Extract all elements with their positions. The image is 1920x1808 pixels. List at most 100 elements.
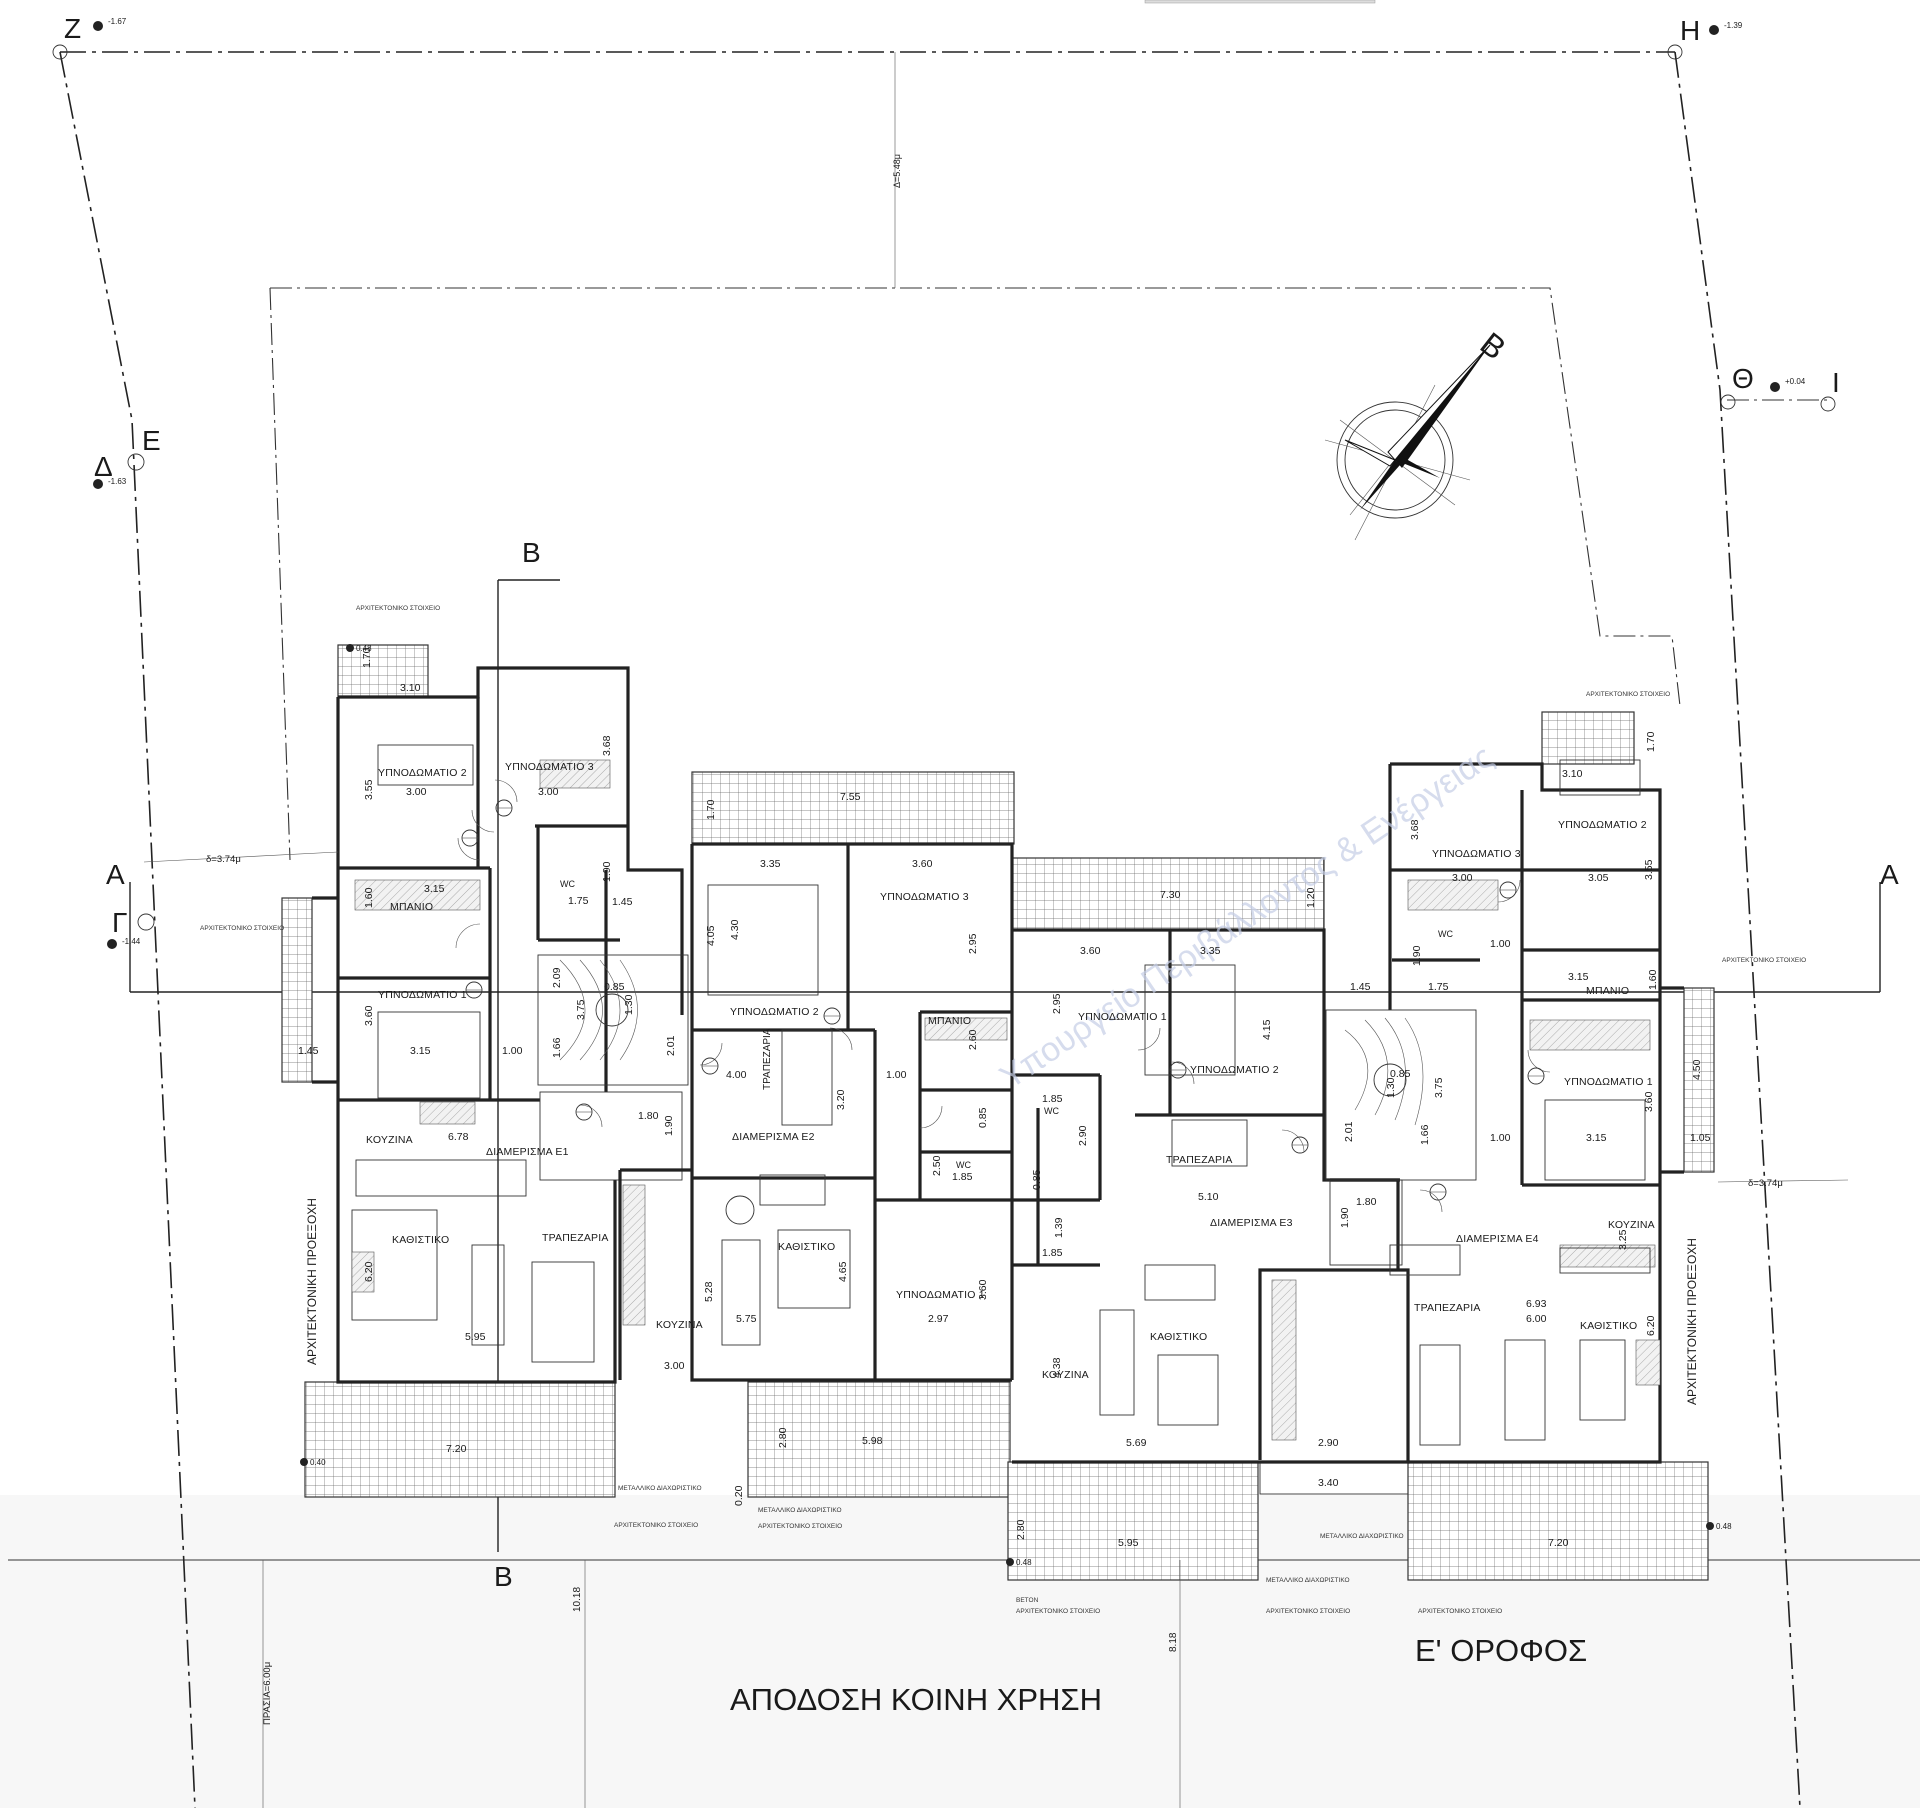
point-th-i: Θ +0.04 I xyxy=(1720,363,1840,412)
room-e1-bed2: ΥΠΝΟΔΩΜΑΤΙΟ 2 xyxy=(378,767,467,779)
note-metal-divider-3: ΜΕΤΑΛΛΙΚΟ ΔΙΑΧΩΡΙΣΤΙΚΟ xyxy=(1266,1577,1350,1584)
dim-e2-465: 4.65 xyxy=(837,1261,849,1282)
dim-e2-020: 0.20 xyxy=(733,1485,745,1506)
dim-e3-510: 5.10 xyxy=(1198,1191,1219,1203)
dim-e2-100: 1.00 xyxy=(886,1069,907,1081)
dim-e4-315b: 3.15 xyxy=(1586,1132,1607,1144)
dimensions-e2: 7.55 1.70 3.35 3.60 4.05 4.30 2.95 2.60 … xyxy=(664,791,989,1506)
dim-e2-430: 4.30 xyxy=(729,919,741,940)
dim-e4-201: 2.01 xyxy=(1343,1121,1355,1142)
room-e3-bed1: ΥΠΝΟΔΩΜΑΤΙΟ 1 xyxy=(1078,1011,1167,1023)
dim-e4-166: 1.66 xyxy=(1419,1124,1431,1145)
wall-e1-outer xyxy=(336,697,617,1384)
note-metal-divider-4: ΜΕΤΑΛΛΙΚΟ ΔΙΑΧΩΡΙΣΤΙΚΟ xyxy=(1320,1533,1404,1540)
dim-e2-320: 3.20 xyxy=(835,1089,847,1110)
interior-walls-e4 xyxy=(1329,790,1660,1266)
dim-e2-405: 4.05 xyxy=(705,925,717,946)
room-e1-living: ΚΑΘΙΣΤΙΚΟ xyxy=(392,1234,449,1246)
note-concrete: ΒΕΤΟΝ xyxy=(1016,1597,1039,1604)
dim-e1-145a: 1.45 xyxy=(612,896,633,908)
dim-e2-528: 5.28 xyxy=(703,1281,715,1302)
dim-e3-415: 4.15 xyxy=(1261,1019,1273,1040)
rooms-e1: ΥΠΝΟΔΩΜΑΤΙΟ 2 ΥΠΝΟΔΩΜΑΤΙΟ 3 ΜΠΑΝΙΟ WC ΥΠ… xyxy=(366,761,608,1246)
building-line-left xyxy=(269,287,291,861)
dim-e1-190b: 1.90 xyxy=(663,1115,675,1136)
dim-e1-368: 3.68 xyxy=(601,735,613,756)
dim-e1-130: 1.30 xyxy=(623,994,635,1015)
point-e-label: E xyxy=(142,425,161,456)
wall-e4-balcony xyxy=(1660,986,1684,1174)
dim-e4-693: 6.93 xyxy=(1526,1298,1547,1310)
level-marker-a: 0.48 xyxy=(356,644,372,653)
dimensions-e3: 7.30 1.20 3.60 3.35 2.95 4.15 1.85 2.90 … xyxy=(1015,887,1339,1549)
terrace-e2 xyxy=(747,1381,1011,1498)
point-g-label: Γ xyxy=(112,907,127,938)
room-e4-dining: ΤΡΑΠΕΖΑΡΙΑ xyxy=(1414,1302,1481,1314)
dim-e4-300: 3.00 xyxy=(1452,872,1473,884)
room-e4-bath: ΜΠΑΝΙΟ xyxy=(1586,985,1629,997)
section-b-top-label: B xyxy=(522,537,541,568)
offset-left-line xyxy=(143,851,339,863)
dim-e3-139: 1.39 xyxy=(1053,1217,1065,1238)
bath-counter-e4 xyxy=(1529,1019,1651,1051)
room-e4-wc: WC xyxy=(1438,929,1453,939)
dim-e1-201: 2.01 xyxy=(665,1035,677,1056)
fireplace-e4 xyxy=(1635,1339,1661,1386)
room-e1-bed1: ΥΠΝΟΔΩΜΑΤΙΟ 1 xyxy=(378,989,467,1001)
room-e1-apt: ΔΙΑΜΕΡΙΣΜΑ Ε1 xyxy=(486,1146,569,1158)
dim-e1-720: 7.20 xyxy=(446,1443,467,1455)
dim-e1-166: 1.66 xyxy=(551,1037,563,1058)
dim-e1-085: 0.85 xyxy=(604,981,625,993)
wc-fixtures-e4 xyxy=(1407,879,1499,911)
room-e3-kitchen: ΚΟΥΖΙΝΑ xyxy=(1042,1369,1089,1381)
rooms-e4: ΥΠΝΟΔΩΜΑΤΙΟ 3 ΥΠΝΟΔΩΜΑΤΙΟ 2 WC ΜΠΑΝΙΟ ΥΠ… xyxy=(1414,819,1655,1332)
terrace-e1 xyxy=(304,1381,616,1498)
balcony-e4-side xyxy=(1683,987,1715,1173)
dim-e1-375: 3.75 xyxy=(575,999,587,1020)
dim-e2-297: 2.97 xyxy=(928,1313,949,1325)
building-line xyxy=(270,287,1681,707)
point-h-elev: -1.39 xyxy=(1724,21,1743,30)
level-marker-c: 0.48 xyxy=(1016,1558,1032,1567)
note-offset-left: δ=3.74μ xyxy=(206,854,241,865)
note-arch-projection-2: ΑΡΧΙΤΕΚΤΟΝΙΚΗ ΠΡΟΕΞΟΧΗ xyxy=(1685,1238,1699,1405)
room-e2-bed1: ΥΠΝΟΔΩΜΑΤΙΟ 1 xyxy=(896,1289,985,1301)
room-e2-wc: WC xyxy=(956,1160,971,1170)
dim-e1-145b: 1.45 xyxy=(298,1045,319,1057)
bath-counter-e1 xyxy=(354,879,481,911)
wall-e3-top xyxy=(1012,928,1326,1010)
point-g: Γ -1.44 xyxy=(107,907,155,949)
dim-e1-310: 3.10 xyxy=(400,682,421,694)
point-z: Z -1.67 xyxy=(52,13,127,60)
level-marker-b: 0.40 xyxy=(310,1458,326,1467)
note-arch-element-2: ΑΡΧΙΤΕΚΤΟΝΙΚΟ ΣΤΟΙΧΕΙΟ xyxy=(200,925,284,932)
dim-e3-569: 5.69 xyxy=(1126,1437,1147,1449)
dim-e3-335: 3.35 xyxy=(1200,945,1221,957)
dim-e2-400: 4.00 xyxy=(726,1069,747,1081)
dim-e1-315b: 3.15 xyxy=(410,1045,431,1057)
room-e3-apt: ΔΙΑΜΕΡΙΣΜΑ Ε3 xyxy=(1210,1217,1293,1229)
dim-e4-305: 3.05 xyxy=(1588,872,1609,884)
north-arrow: B xyxy=(1324,325,1513,541)
dim-e4-160: 1.60 xyxy=(1647,969,1659,990)
note-offset-right: δ=3.74μ xyxy=(1748,1178,1783,1189)
dim-e1-315a: 3.15 xyxy=(424,883,445,895)
dim-e3-360: 3.60 xyxy=(1080,945,1101,957)
room-e2-bed3: ΥΠΝΟΔΩΜΑΤΙΟ 3 xyxy=(880,891,969,903)
title-block-fragment xyxy=(1144,0,1376,4)
room-e1-wc: WC xyxy=(560,879,575,889)
dim-e3-595: 5.95 xyxy=(1118,1537,1139,1549)
wall-e2-outer xyxy=(690,844,1012,1382)
bath-fixtures-e2 xyxy=(924,1017,1008,1041)
section-a-a: A A xyxy=(106,859,1899,993)
note-setback-818: 8.18 xyxy=(1168,1632,1179,1652)
dim-e3-120: 1.20 xyxy=(1305,887,1317,908)
wall-e3-bottom xyxy=(1012,1268,1410,1464)
room-e4-bed3: ΥΠΝΟΔΩΜΑΤΙΟ 3 xyxy=(1432,848,1521,860)
dim-e3-730: 7.30 xyxy=(1160,889,1181,901)
dim-e3-280: 2.80 xyxy=(1015,1519,1027,1540)
room-e3-bed2: ΥΠΝΟΔΩΜΑΤΙΟ 2 xyxy=(1190,1064,1279,1076)
dim-e1-620: 6.20 xyxy=(363,1261,375,1282)
dim-e1-175: 1.75 xyxy=(568,895,589,907)
